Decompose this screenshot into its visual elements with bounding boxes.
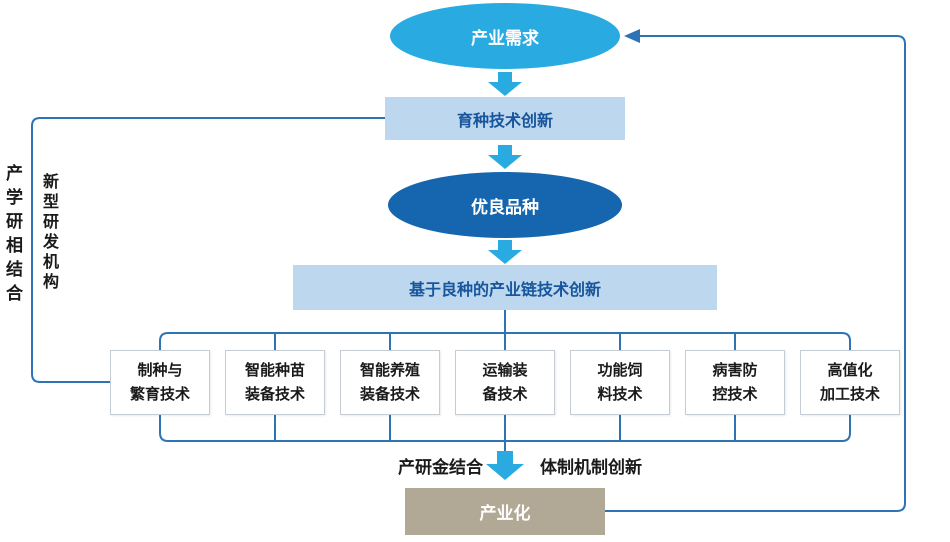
tech-box-line2: 装备技术: [244, 384, 305, 403]
arrow-breeding-to-variety: [488, 145, 522, 169]
breeding-innovation-label: 育种技术创新: [456, 110, 553, 130]
tech-box-line2: 备技术: [482, 384, 528, 403]
tech-box-line2: 加工技术: [819, 384, 880, 403]
arrow-demand-to-breeding: [488, 72, 522, 96]
label-industry-research-finance: 产研金结合: [398, 458, 483, 478]
tech-box-line1: 运输装: [482, 361, 528, 380]
tech-box-line1: 制种与: [137, 361, 183, 380]
tech-box-functional-feed: 功能饲 料技术: [570, 350, 670, 415]
node-industry-demand: 产业需求: [390, 3, 620, 69]
node-breeding-innovation: 育种技术创新: [385, 97, 625, 140]
arrow-variety-to-chain: [488, 240, 522, 264]
label-new-rd-institutions: 新型研发机构: [40, 173, 59, 293]
industrialization-label: 产业化: [479, 504, 531, 524]
tech-box-line1: 高值化: [827, 361, 873, 380]
tech-box-line1: 病害防: [712, 361, 758, 380]
tech-box-line1: 智能养殖: [359, 361, 420, 380]
tech-box-line1: 功能饲: [597, 361, 643, 380]
tech-box-line1: 智能种苗: [244, 361, 305, 380]
label-industry-academia-research: 产学研相结合: [2, 164, 22, 308]
tech-box-line2: 料技术: [597, 384, 643, 403]
elite-variety-label: 优良品种: [471, 197, 539, 218]
node-elite-variety: 优良品种: [388, 172, 622, 238]
right-feedback-connector: [604, 35, 906, 512]
tech-box-transport-equipment: 运输装 备技术: [455, 350, 555, 415]
label-institutional-mechanism-innovation: 体制机制创新: [540, 458, 642, 478]
tech-box-disease-control: 病害防 控技术: [685, 350, 785, 415]
arrow-to-industrialization: [486, 451, 524, 480]
tech-box-smart-farming: 智能养殖 装备技术: [340, 350, 440, 415]
tech-box-smart-seedling: 智能种苗 装备技术: [225, 350, 325, 415]
tech-box-high-value-processing: 高值化 加工技术: [800, 350, 900, 415]
tech-box-line2: 繁育技术: [129, 384, 190, 403]
tech-box-line2: 装备技术: [359, 384, 420, 403]
chain-innovation-label: 基于良种的产业链技术创新: [408, 279, 601, 299]
tech-box-seed-breeding: 制种与 繁育技术: [110, 350, 210, 415]
node-industrialization: 产业化: [405, 488, 605, 535]
right-feedback-arrowhead: [624, 29, 640, 43]
left-feedback-connector: [31, 117, 386, 383]
industry-demand-label: 产业需求: [471, 28, 539, 49]
tech-box-line2: 控技术: [712, 384, 758, 403]
node-chain-innovation: 基于良种的产业链技术创新: [293, 265, 717, 310]
